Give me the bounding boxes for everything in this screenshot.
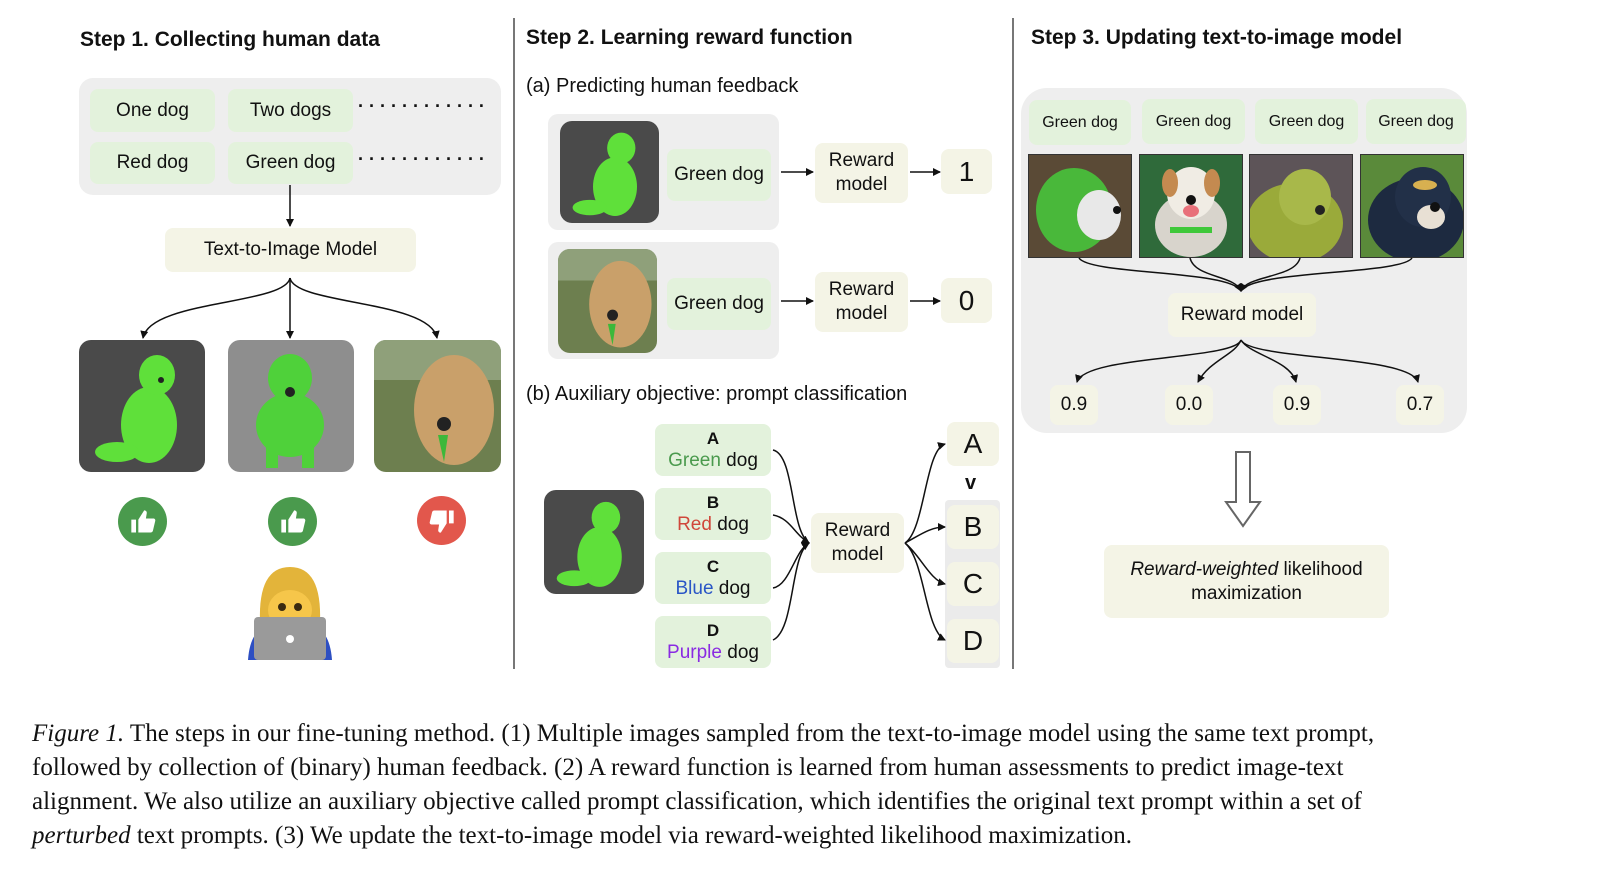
thumbs-up-icon bbox=[268, 497, 317, 546]
reward-model-box: Reward model bbox=[811, 513, 904, 573]
reward-model-box: Reward model bbox=[1168, 293, 1316, 337]
prompt-box: Green dog bbox=[228, 142, 353, 184]
option-color-word: Blue bbox=[675, 578, 714, 599]
part-b-title: (b) Auxiliary objective: prompt classifi… bbox=[526, 383, 908, 405]
thumbs-down-icon bbox=[417, 496, 466, 545]
greater-than-symbol: v bbox=[965, 472, 977, 494]
arrow bbox=[772, 449, 810, 544]
arrow bbox=[904, 542, 946, 587]
prompt-box: Green dog bbox=[1255, 99, 1358, 144]
reward-output: 0 bbox=[941, 278, 992, 323]
arrow bbox=[772, 514, 810, 544]
thumbs-up-icon bbox=[118, 497, 167, 546]
text-to-image-model-box: Text-to-Image Model bbox=[165, 228, 416, 272]
arrow bbox=[772, 542, 810, 589]
prompt-option-a: A Green dog bbox=[655, 424, 771, 476]
prompt-box: One dog bbox=[90, 89, 215, 132]
dog-image-green-sitting bbox=[560, 121, 659, 223]
arrow bbox=[140, 277, 291, 339]
reward-score: 0.9 bbox=[1050, 385, 1098, 425]
reward-model-box: Reward model bbox=[815, 143, 908, 203]
option-rest: dog bbox=[720, 450, 758, 471]
part-a-title: (a) Predicting human feedback bbox=[526, 75, 799, 97]
option-rest: dog bbox=[721, 642, 759, 663]
option-rest: dog bbox=[711, 514, 749, 535]
reward-score: 0.0 bbox=[1165, 385, 1213, 425]
prompt-box: Green dog bbox=[667, 278, 771, 330]
class-output-d: D bbox=[947, 619, 999, 663]
prompt-box: Two dogs bbox=[228, 89, 353, 132]
reward-score: 0.7 bbox=[1396, 385, 1444, 425]
dog-image-olive-labrador bbox=[1249, 154, 1353, 258]
option-letter: A bbox=[706, 429, 720, 448]
option-letter: C bbox=[706, 557, 720, 576]
option-color-word: Green bbox=[668, 450, 721, 471]
reward-score: 0.9 bbox=[1273, 385, 1321, 425]
option-color-word: Purple bbox=[667, 642, 722, 663]
caption-line: text prompts. (3) We update the text-to-… bbox=[130, 822, 1133, 849]
ellipsis-dots: ············ bbox=[358, 96, 490, 116]
caption-line: alignment. We also utilize an auxiliary … bbox=[32, 788, 1362, 815]
caption-line: The steps in our fine-tuning method. (1)… bbox=[124, 720, 1375, 747]
prompt-option-b: B Red dog bbox=[655, 488, 771, 540]
dog-image-brown-green-tongue bbox=[558, 249, 657, 353]
arrow bbox=[904, 523, 946, 544]
dog-image-brown-green-tongue bbox=[374, 340, 501, 472]
dog-image-green-sitting bbox=[79, 340, 205, 472]
prompt-box: Green dog bbox=[667, 149, 771, 201]
caption-line: followed by collection of (binary) human… bbox=[32, 754, 1344, 781]
prompt-box: Red dog bbox=[90, 142, 215, 184]
objective-italic: Reward-weighted bbox=[1130, 558, 1279, 580]
reward-model-box: Reward model bbox=[815, 272, 908, 332]
dog-image-green-beagle bbox=[1028, 154, 1132, 258]
option-letter: D bbox=[706, 621, 720, 640]
objective-rest: likelihood maximization bbox=[1191, 558, 1363, 604]
option-rest: dog bbox=[713, 578, 751, 599]
prompt-box: Green dog bbox=[1366, 99, 1466, 144]
dog-image-terrier-green-collar bbox=[1139, 154, 1243, 258]
class-output-b: B bbox=[947, 505, 999, 549]
arrow bbox=[904, 542, 946, 641]
arrow bbox=[904, 442, 946, 544]
section-divider bbox=[513, 18, 515, 669]
prompt-box: Green dog bbox=[1142, 99, 1245, 144]
class-output-c: C bbox=[947, 562, 999, 606]
caption-italic: perturbed bbox=[32, 822, 131, 849]
prompt-option-d: D Purple dog bbox=[655, 616, 771, 668]
option-color-word: Red bbox=[677, 514, 712, 535]
dog-image-green-standing bbox=[228, 340, 354, 472]
reward-output: 1 bbox=[941, 149, 992, 194]
prompt-box: Green dog bbox=[1029, 100, 1131, 145]
dog-image-green-sitting bbox=[544, 490, 644, 594]
dog-image-dark-tricolor bbox=[1360, 154, 1464, 258]
down-arrow-icon bbox=[1224, 450, 1262, 530]
caption-label: Figure 1. bbox=[32, 720, 125, 747]
step2-title: Step 2. Learning reward function bbox=[526, 26, 853, 49]
option-letter: B bbox=[706, 493, 720, 512]
arrow bbox=[289, 277, 440, 339]
figure-caption: Figure 1. The steps in our fine-tuning m… bbox=[32, 717, 1572, 853]
ellipsis-dots: ············ bbox=[358, 149, 490, 169]
step1-title: Step 1. Collecting human data bbox=[80, 28, 380, 51]
arrow bbox=[772, 542, 810, 641]
prompt-option-c: C Blue dog bbox=[655, 552, 771, 604]
step3-title: Step 3. Updating text-to-image model bbox=[1031, 26, 1403, 49]
class-output-a: A bbox=[947, 422, 999, 466]
section-divider bbox=[1012, 18, 1014, 669]
annotator-woman-laptop-icon bbox=[246, 562, 334, 660]
objective-box: Reward-weighted likelihood maximization bbox=[1104, 545, 1389, 618]
